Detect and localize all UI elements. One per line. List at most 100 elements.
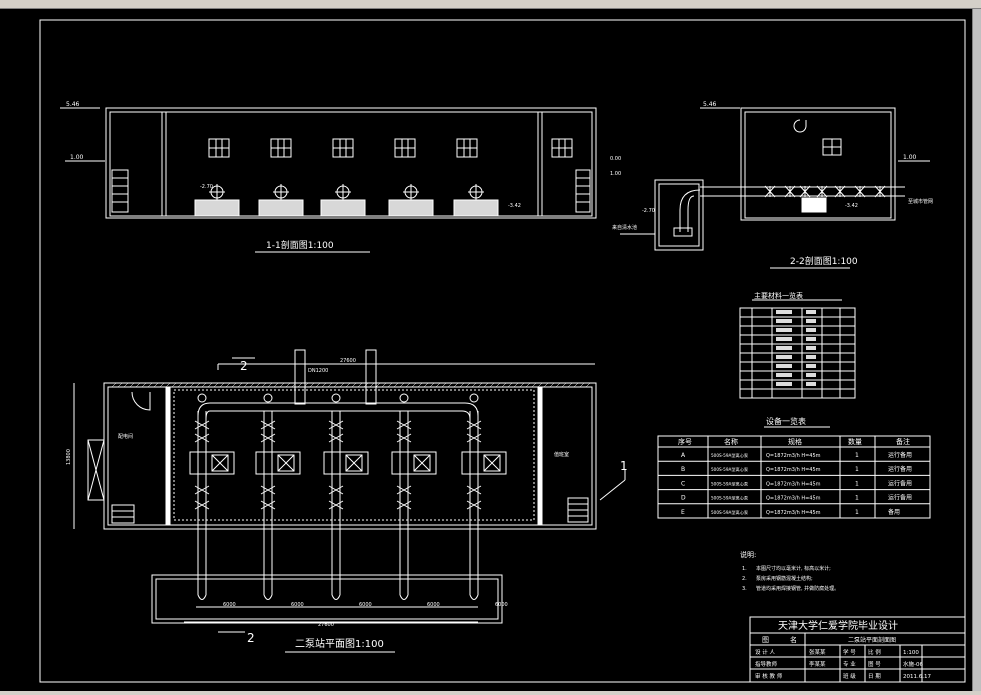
equip-header-name: 名称 bbox=[724, 437, 738, 446]
pump-base-22 bbox=[801, 197, 827, 213]
note-1-text: 本图尺寸均以毫米计, 标高以米计; bbox=[756, 565, 831, 572]
tb-row-3-col-4: 图 号 bbox=[868, 660, 881, 668]
dim-top: 27600 bbox=[340, 358, 356, 364]
valve-22-2 bbox=[784, 185, 796, 198]
pipe-label-riser: DN1200 bbox=[308, 368, 328, 374]
materials-table: 主要材料一览表 bbox=[739, 291, 856, 399]
valve-22-4 bbox=[816, 185, 828, 198]
equip-row-2-col-5: 运行备用 bbox=[888, 465, 912, 473]
equip-header-qty: 数量 bbox=[848, 437, 862, 446]
equip-row-3-col-1: C bbox=[681, 480, 685, 487]
dim-bottom-4: 6000 bbox=[427, 602, 440, 608]
window-5 bbox=[456, 138, 478, 158]
plan-stair-left bbox=[111, 504, 135, 524]
equip-row-4-col-1: D bbox=[681, 495, 686, 502]
pump-section-2 bbox=[258, 184, 304, 217]
equip-row-5-col-4: 1 bbox=[855, 509, 859, 516]
pump-section-3 bbox=[320, 184, 366, 217]
note-1-num: 1. bbox=[742, 566, 747, 572]
equipment-title: 设备一览表 bbox=[766, 416, 806, 426]
section-1-1: 5.46 1.00 -2.70 -3.42 1-1剖面图1:100 bbox=[60, 101, 597, 253]
tb-row-3-col-5: 水施-06 bbox=[903, 660, 923, 668]
notes-block: 说明: 1. 本图尺寸均以毫米计, 标高以米计; 2. 泵房采用钢筋混凝土结构;… bbox=[740, 550, 839, 592]
room-right-label: 值班室 bbox=[554, 451, 569, 458]
tb-row-3-col-1: 指导教师 bbox=[755, 660, 778, 668]
material-row-4 bbox=[776, 337, 792, 341]
school-title: 天津大学仁爱学院毕业设计 bbox=[778, 619, 898, 632]
plan-pump-1 bbox=[189, 393, 235, 600]
valve-22-1 bbox=[764, 185, 776, 198]
elev-ground-2: 1.00 bbox=[903, 154, 917, 161]
note-3-num: 3. bbox=[742, 586, 747, 592]
elev-ground3-label: 1.00 bbox=[610, 171, 621, 177]
top-toolbar bbox=[0, 0, 981, 9]
equip-row-1-col-4: 1 bbox=[855, 452, 859, 459]
vertical-scrollbar[interactable] bbox=[972, 9, 981, 691]
plan-pump-4 bbox=[391, 393, 437, 600]
elev-ground2-label: 0.00 bbox=[610, 156, 621, 162]
equip-row-5-col-3: Q=1872m3/h H=45m bbox=[766, 510, 821, 516]
window-1 bbox=[208, 138, 230, 158]
equip-row-1-col-5: 运行备用 bbox=[888, 451, 912, 459]
equip-row-3-col-4: 1 bbox=[855, 480, 859, 487]
material-row-7 bbox=[776, 364, 792, 368]
section-mark-top: 2 bbox=[240, 359, 248, 373]
tb-row-2-col-4: 比 例 bbox=[868, 648, 881, 656]
window-3 bbox=[332, 138, 354, 158]
equip-row-1-col-2: 500S-59A型离心泵 bbox=[711, 452, 748, 459]
from-reservoir-note: 来自清水池 bbox=[612, 224, 637, 231]
tb-row-2-col-2: 张某某 bbox=[809, 648, 826, 656]
elev-ground-label: 1.00 bbox=[70, 154, 84, 161]
tb-row-3-col-3: 专 业 bbox=[843, 660, 856, 668]
dim-left: 13800 bbox=[66, 449, 72, 465]
section-mark-bottom: 2 bbox=[247, 631, 255, 645]
elev-pump-label: -2.70 bbox=[200, 184, 213, 190]
tb-row-2-col-5: 1:100 bbox=[903, 650, 919, 656]
equip-row-5-col-5: 备用 bbox=[888, 508, 900, 516]
valve-22-3 bbox=[799, 185, 811, 198]
to-city-note: 至城市管网 bbox=[908, 198, 933, 205]
equip-row-3-col-3: Q=1872m3/h H=45m bbox=[766, 481, 821, 487]
room-left-label: 配电间 bbox=[118, 433, 133, 440]
valve-22-6 bbox=[854, 185, 866, 198]
equip-header-no: 序号 bbox=[678, 437, 692, 446]
note-2-num: 2. bbox=[742, 576, 747, 582]
equip-row-2-col-3: Q=1872m3/h H=45m bbox=[766, 467, 821, 473]
tb-row-4-col-5: 2011.6.17 bbox=[903, 674, 931, 680]
plan-pump-5 bbox=[461, 393, 507, 600]
dim-bottom-2: 6000 bbox=[291, 602, 304, 608]
plan-stair-right bbox=[567, 497, 589, 523]
material-row-6 bbox=[776, 355, 792, 359]
window-2 bbox=[270, 138, 292, 158]
material-row-9 bbox=[776, 382, 792, 386]
tb-row-4-col-3: 班 级 bbox=[843, 672, 856, 680]
equip-row-4-col-4: 1 bbox=[855, 495, 859, 502]
pump-section-4 bbox=[388, 184, 434, 217]
dim-bottom-5: 6000 bbox=[495, 602, 508, 608]
stair-right bbox=[575, 169, 591, 213]
title-block: 天津大学仁爱学院毕业设计 图 名 二泵站平面剖面图 设 计 人 张某某 学 号 比 例… bbox=[749, 616, 966, 683]
tb-r0c0: 图 bbox=[762, 636, 769, 644]
elev-floor-2: -3.42 bbox=[845, 203, 858, 209]
tb-drawing-name: 二泵站平面剖面图 bbox=[848, 636, 896, 644]
equip-row-5-col-2: 500S-59A型离心泵 bbox=[711, 509, 748, 516]
equip-header-spec: 规格 bbox=[788, 437, 802, 446]
cad-drawing-canvas[interactable]: 5.46 1.00 -2.70 -3.42 1-1剖面图1:100 bbox=[0, 9, 972, 691]
pump-section-5 bbox=[453, 184, 499, 217]
material-row-3 bbox=[776, 328, 792, 332]
section-2-2: 5.46 1.00 至城市管网 -3.42 来自清水池 0.00 -2.70 1… bbox=[610, 101, 933, 269]
tb-row-2-col-1: 设 计 人 bbox=[755, 648, 775, 656]
section-2-2-title: 2-2剖面图1:100 bbox=[790, 255, 858, 267]
equip-row-3-col-2: 500S-59A型离心泵 bbox=[711, 480, 748, 487]
stair-left bbox=[111, 169, 129, 213]
material-row-1 bbox=[776, 310, 792, 314]
tb-r0c1: 名 bbox=[790, 635, 797, 644]
dim-total-bottom: 27600 bbox=[318, 622, 334, 628]
pump-station-plan: 2 13800 配电间 值班室 DN1200 27600 bbox=[66, 349, 628, 653]
tb-row-2-col-3: 学 号 bbox=[843, 648, 856, 656]
material-row-8 bbox=[776, 373, 792, 377]
plan-title: 二泵站平面图1:100 bbox=[295, 637, 384, 650]
materials-title: 主要材料一览表 bbox=[754, 291, 803, 300]
window-4 bbox=[394, 138, 416, 158]
